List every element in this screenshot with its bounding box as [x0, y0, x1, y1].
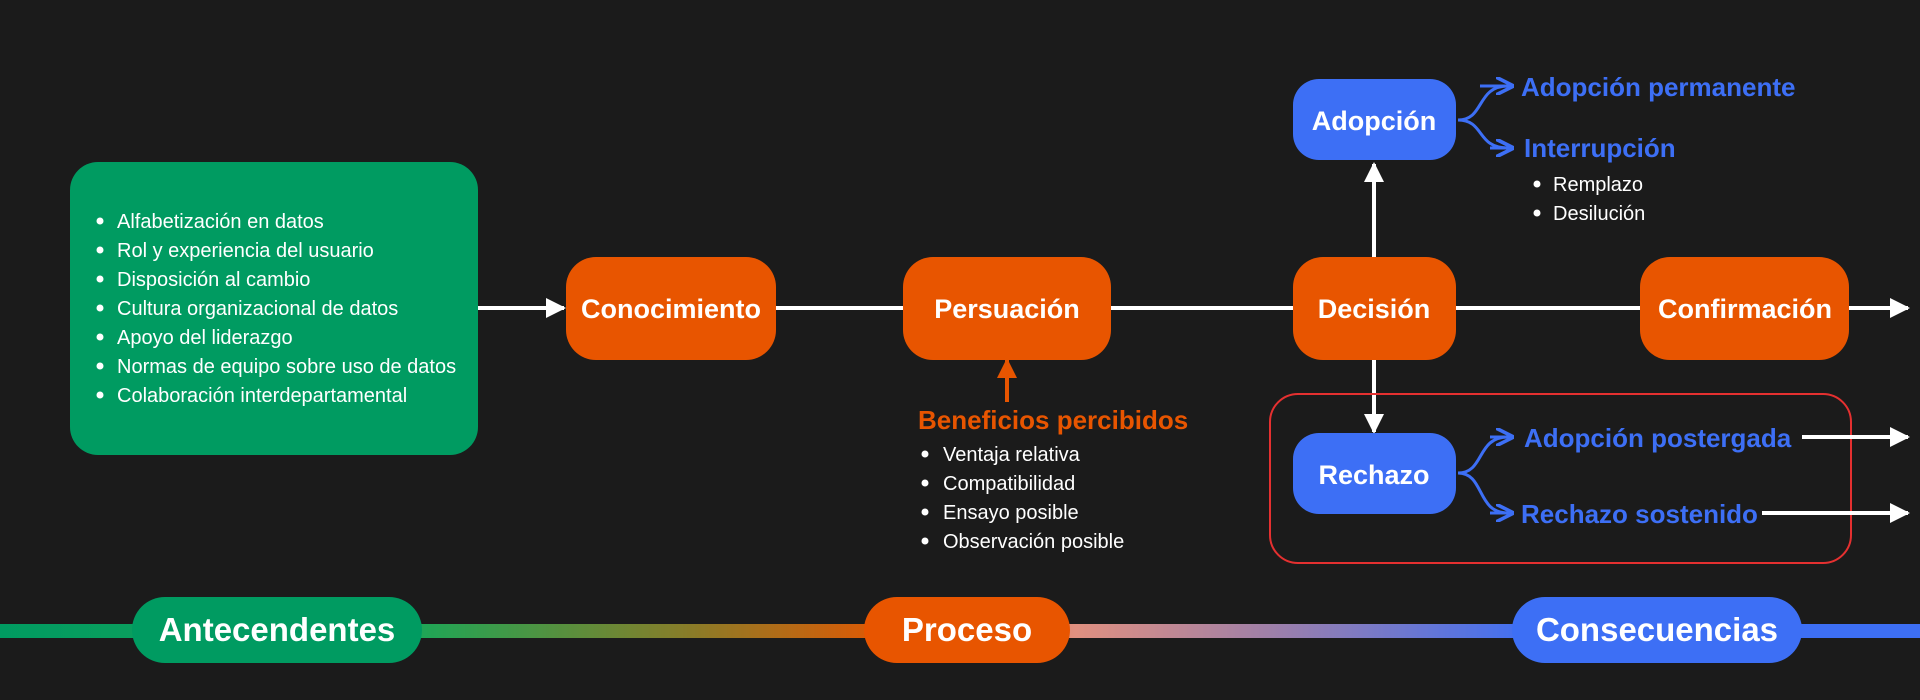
- antecedents-box: Alfabetización en datos Rol y experienci…: [70, 162, 478, 455]
- phase-process-label: Proceso: [902, 611, 1032, 648]
- list-item: Compatibilidad: [943, 473, 1075, 495]
- node-confirmacion: Confirmación: [1640, 257, 1849, 360]
- phase-consequences: Consecuencias: [1512, 597, 1802, 663]
- list-item: Observación posible: [943, 531, 1124, 553]
- adopcion-permanente-label: Adopción permanente: [1521, 72, 1795, 102]
- node-decision-label: Decisión: [1318, 294, 1431, 324]
- node-decision: Decisión: [1293, 257, 1456, 360]
- node-rechazo: Rechazo: [1293, 433, 1456, 514]
- list-item: Ensayo posible: [943, 502, 1079, 524]
- list-item: Desilución: [1553, 203, 1645, 225]
- list-item: Remplazo: [1553, 174, 1643, 196]
- node-conocimiento: Conocimiento: [566, 257, 776, 360]
- rejection-outline: [1269, 393, 1852, 564]
- brace-adopcion: [1457, 84, 1512, 148]
- list-item: Alfabetización en datos: [117, 211, 324, 233]
- rechazo-sostenido-label: Rechazo sostenido: [1521, 499, 1758, 529]
- node-persuacion: Persuación: [903, 257, 1111, 360]
- node-persuacion-label: Persuación: [934, 294, 1080, 324]
- interrupcion-label: Interrupción: [1524, 133, 1676, 163]
- list-item: Ventaja relativa: [943, 444, 1081, 466]
- benefits-section: Beneficios percibidos Ventaja relativa C…: [918, 405, 1188, 553]
- phase-consequences-label: Consecuencias: [1536, 611, 1778, 648]
- brace-rechazo: [1457, 435, 1512, 515]
- list-item: Normas de equipo sobre uso de datos: [117, 356, 456, 378]
- list-item: Cultura organizacional de datos: [117, 298, 398, 320]
- adopcion-postergada-label: Adopción postergada: [1524, 423, 1792, 453]
- list-item: Colaboración interdepartamental: [117, 385, 407, 407]
- list-item: Disposición al cambio: [117, 269, 310, 291]
- list-item: Rol y experiencia del usuario: [117, 240, 374, 262]
- benefits-title: Beneficios percibidos: [918, 405, 1188, 435]
- phase-antecedents-label: Antecendentes: [159, 611, 396, 648]
- node-conocimiento-label: Conocimiento: [581, 294, 761, 324]
- node-adopcion-label: Adopción: [1312, 106, 1436, 136]
- antecedents-list: Alfabetización en datos Rol y experienci…: [96, 211, 456, 407]
- node-adopcion: Adopción: [1293, 79, 1456, 160]
- node-confirmacion-label: Confirmación: [1658, 294, 1832, 324]
- node-rechazo-label: Rechazo: [1318, 460, 1429, 490]
- list-item: Apoyo del liderazgo: [117, 327, 293, 349]
- phase-process: Proceso: [864, 597, 1070, 663]
- phase-antecedents: Antecendentes: [132, 597, 422, 663]
